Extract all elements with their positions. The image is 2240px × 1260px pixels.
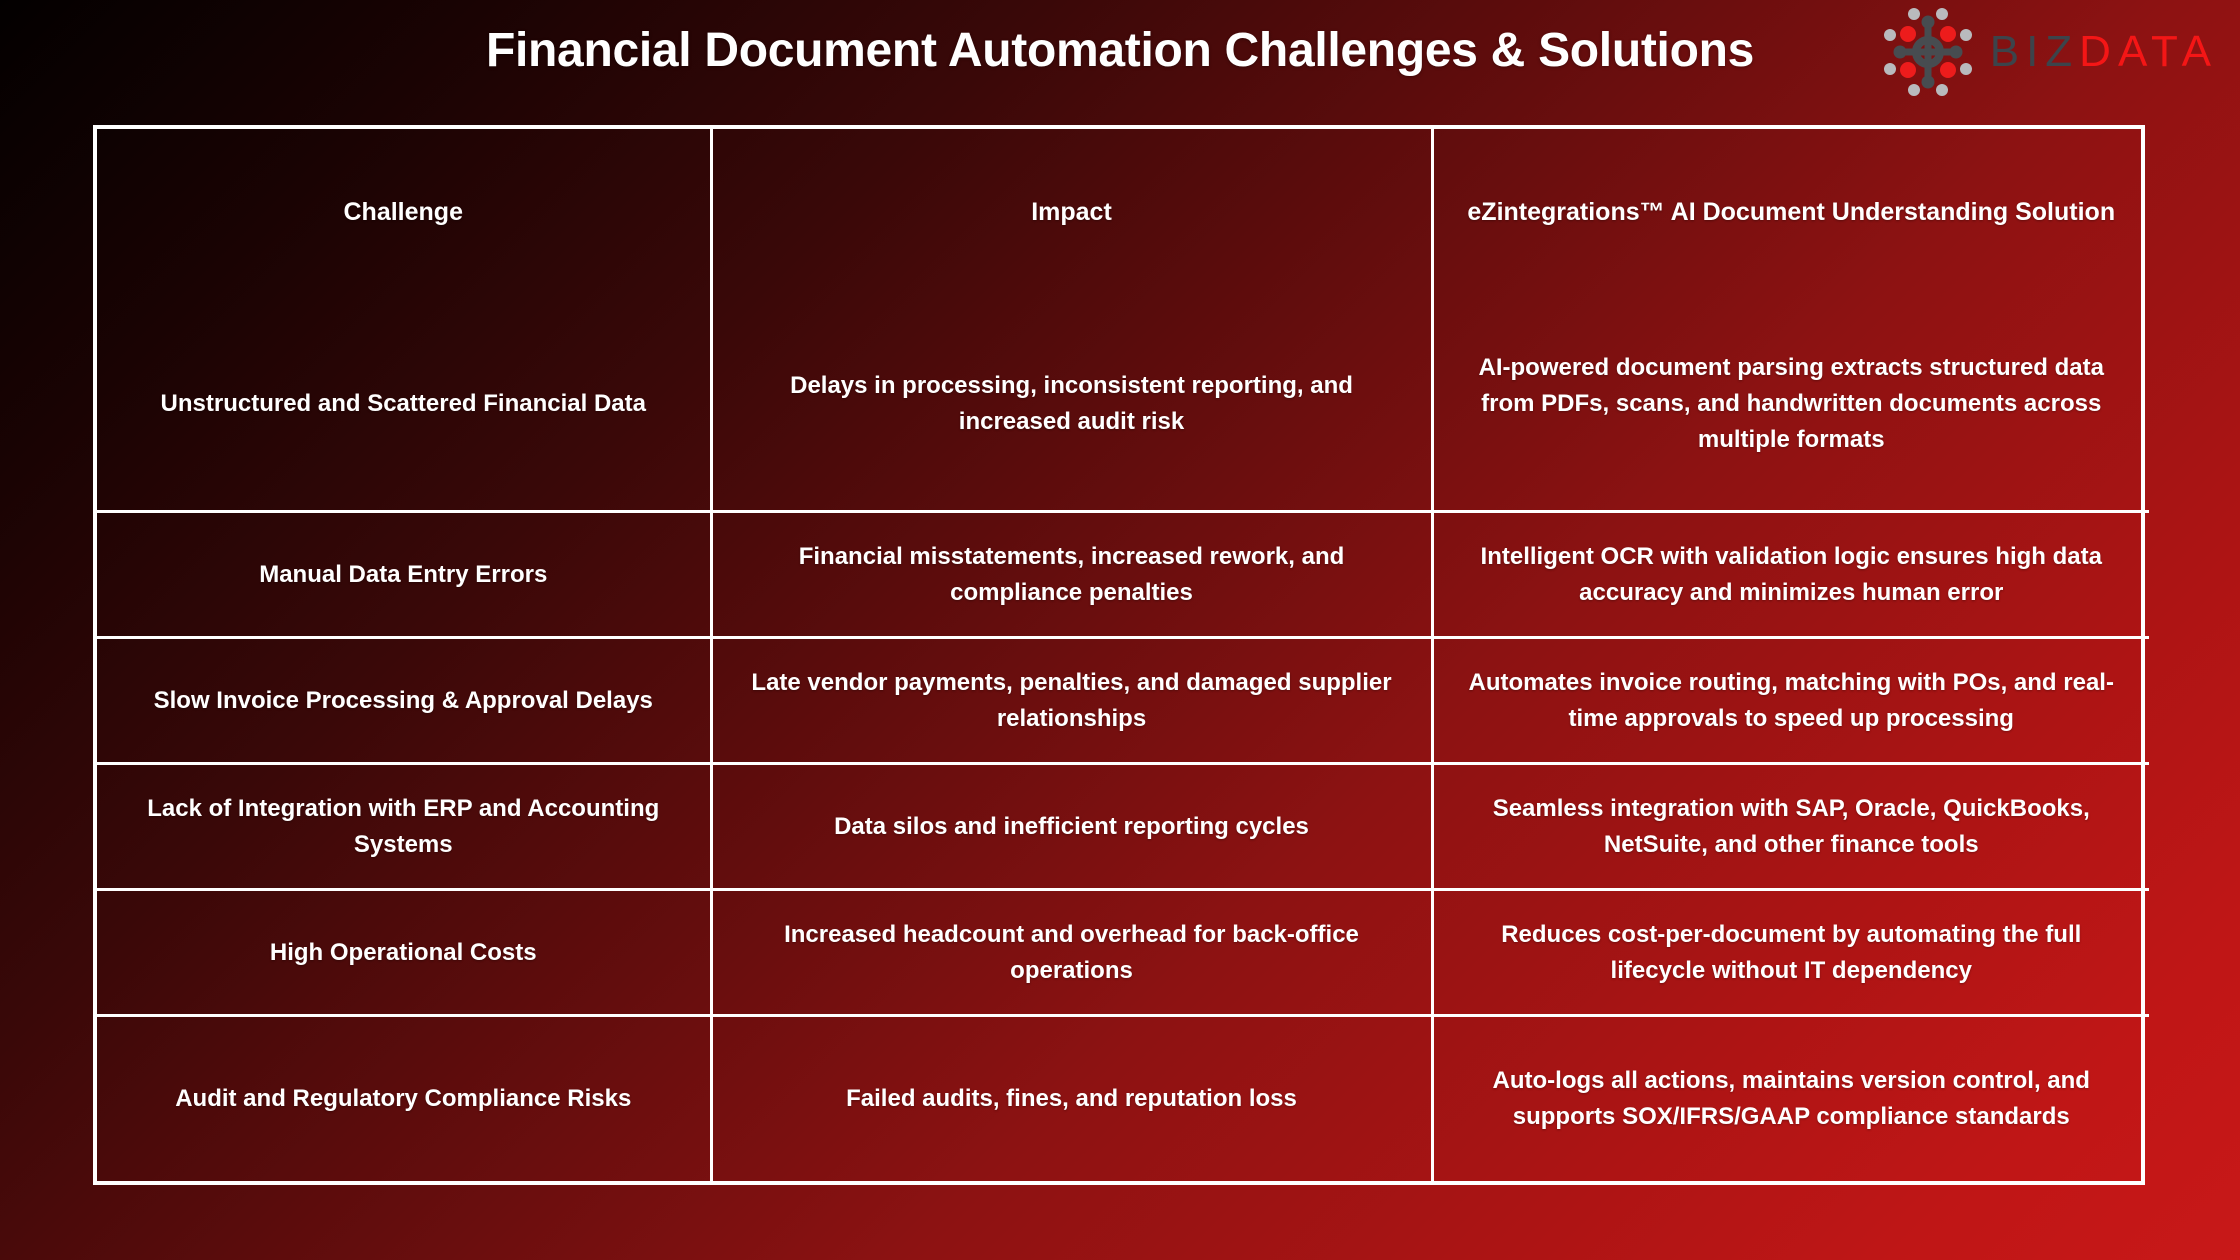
cell-challenge: High Operational Costs xyxy=(97,888,713,1018)
cell-impact: Increased headcount and overhead for bac… xyxy=(709,888,1434,1018)
cell-impact: Delays in processing, inconsistent repor… xyxy=(709,297,1434,514)
cell-solution: AI-powered document parsing extracts str… xyxy=(1430,297,2149,514)
page-title: Financial Document Automation Challenges… xyxy=(485,24,1755,77)
table-row: High Operational Costs Increased headcou… xyxy=(97,888,2149,1018)
logo-word-biz: BIZ xyxy=(1989,27,2080,76)
cell-impact: Failed audits, fines, and reputation los… xyxy=(709,1014,1434,1181)
cell-impact: Data silos and inefficient reporting cyc… xyxy=(709,762,1434,892)
table-row: Audit and Regulatory Compliance Risks Fa… xyxy=(97,1014,2149,1181)
cell-solution: Reduces cost-per-document by automating … xyxy=(1430,888,2149,1018)
table-row: Lack of Integration with ERP and Account… xyxy=(97,762,2149,892)
cell-challenge: Slow Invoice Processing & Approval Delay… xyxy=(97,636,713,766)
column-header-solution: eZintegrations™ AI Document Understandin… xyxy=(1430,129,2149,297)
cell-challenge: Lack of Integration with ERP and Account… xyxy=(97,762,713,892)
logo-wordmark: BIZDATA xyxy=(1990,27,2218,77)
bizdata-network-icon xyxy=(1883,8,1972,96)
logo-word-data: DATA xyxy=(2079,27,2218,76)
cell-solution: Automates invoice routing, matching with… xyxy=(1430,636,2149,766)
cell-impact: Financial misstatements, increased rewor… xyxy=(709,510,1434,640)
table-header-row: Challenge Impact eZintegrations™ AI Docu… xyxy=(97,129,2149,297)
challenges-solutions-table: Challenge Impact eZintegrations™ AI Docu… xyxy=(97,129,2149,1181)
cell-impact: Late vendor payments, penalties, and dam… xyxy=(709,636,1434,766)
cell-challenge: Manual Data Entry Errors xyxy=(97,510,713,640)
table-row: Manual Data Entry Errors Financial misst… xyxy=(97,510,2149,640)
slide-header: Financial Document Automation Challenges… xyxy=(0,0,2240,112)
challenges-table-container: Challenge Impact eZintegrations™ AI Docu… xyxy=(93,125,2149,1185)
cell-solution: Auto-logs all actions, maintains version… xyxy=(1430,1014,2149,1181)
column-header-challenge: Challenge xyxy=(97,129,713,297)
table-row: Slow Invoice Processing & Approval Delay… xyxy=(97,636,2149,766)
cell-solution: Intelligent OCR with validation logic en… xyxy=(1430,510,2149,640)
cell-solution: Seamless integration with SAP, Oracle, Q… xyxy=(1430,762,2149,892)
bizdata-logo: BIZDATA xyxy=(1880,6,2218,98)
column-header-impact: Impact xyxy=(709,129,1434,297)
cell-challenge: Unstructured and Scattered Financial Dat… xyxy=(97,297,713,514)
table-row: Unstructured and Scattered Financial Dat… xyxy=(97,297,2149,514)
cell-challenge: Audit and Regulatory Compliance Risks xyxy=(97,1014,713,1181)
